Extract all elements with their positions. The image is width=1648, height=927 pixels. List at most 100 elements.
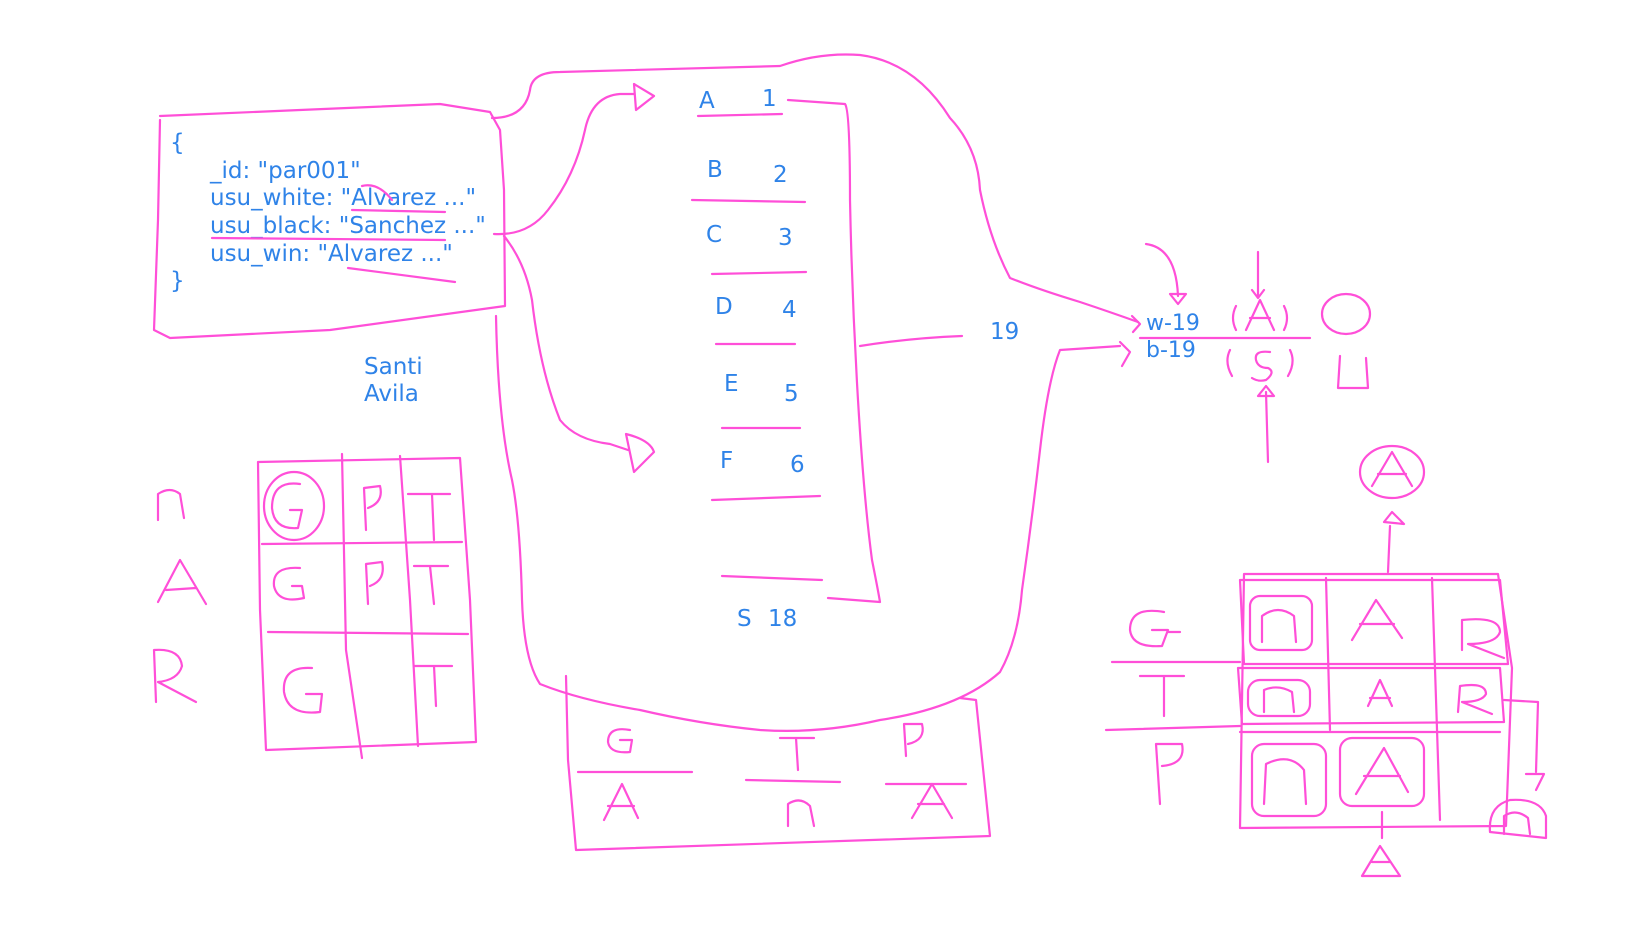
list-row: D 4 [714, 294, 797, 346]
top-connector [1386, 524, 1392, 574]
letter-n-icon [786, 799, 816, 828]
list-row-divider [690, 198, 807, 204]
letter-r-icon [152, 648, 198, 704]
right-grid-row-highlight [1238, 578, 1510, 666]
letter-a-icon [1366, 678, 1394, 708]
list-row-divider [710, 494, 822, 502]
score-panel: w-19 b-19 [1138, 242, 1372, 464]
letter-t-icon [406, 492, 452, 542]
list-row-number: 2 [773, 162, 788, 188]
letter-t-icon [412, 664, 454, 708]
arrowhead-into-white-score [1168, 292, 1188, 306]
small-arrow-icon [1524, 772, 1546, 792]
letter-r-icon [1460, 618, 1506, 660]
grid-outline [256, 456, 478, 752]
document-line-usu-win: usu_win: "Alvarez ..." [210, 241, 453, 267]
list-row-number: 4 [782, 297, 797, 323]
list-row-number: 18 [768, 606, 797, 632]
list-row: C 3 [706, 222, 808, 276]
small-a-icon [1382, 510, 1406, 526]
list-row-divider [720, 574, 824, 582]
arrowhead-black-score [1118, 340, 1132, 368]
document-line-id: _id: "par001" [209, 158, 361, 184]
letter-a-icon [1370, 450, 1414, 488]
cell-box [1338, 736, 1426, 808]
list-row-number: 5 [784, 381, 799, 407]
letter-a-icon [1354, 746, 1410, 796]
document-line-usu-white: usu_white: "Alvarez ..." [210, 185, 476, 211]
list-row: E 5 [720, 371, 802, 430]
square-icon [1336, 354, 1370, 390]
letter-p-icon [902, 722, 924, 758]
letter-r-icon [1456, 683, 1494, 716]
document-scribble-white [350, 184, 447, 214]
list-row: B 2 [690, 157, 807, 204]
document-line-usu-black: usu_black: "Sanchez ..." [210, 213, 486, 239]
list-row-letter: E [724, 371, 739, 397]
document-underline-black [210, 236, 447, 242]
list-row-letter: D [715, 294, 733, 320]
grid-line [340, 452, 364, 760]
piece-a-icon [1231, 298, 1289, 332]
letter-g-icon [1128, 609, 1182, 648]
connector-doc-to-list-top [492, 92, 636, 236]
bottom-table-outline [564, 674, 992, 852]
cell-box [1246, 678, 1312, 718]
connectors [490, 53, 1142, 732]
top-circle-a-icon [1358, 444, 1426, 500]
letter-n-icon [1262, 686, 1296, 714]
list-row-divider [710, 270, 808, 276]
letter-g-icon [282, 666, 324, 714]
letter-n-icon [1262, 758, 1308, 806]
letter-p-icon [364, 560, 384, 606]
black-score: b-19 [1146, 338, 1196, 363]
letter-n-icon [156, 488, 186, 522]
connector-doc-to-bottom-table [494, 314, 1122, 732]
list-row: A 1 [696, 86, 784, 118]
letter-list: 19 A 1 B 2 C 3 D 4 E 5 F 6 [690, 86, 1019, 632]
author-first-name: Santi [364, 354, 423, 380]
letter-a-icon [156, 558, 208, 606]
connector-doc-to-white-score [490, 53, 1140, 324]
list-row: F 6 [710, 448, 822, 502]
right-connector [1502, 698, 1540, 774]
list-right-bracket [786, 98, 882, 604]
grid-line [266, 630, 470, 636]
grid-cell-circle-icon [262, 470, 326, 542]
list-row-number: 3 [778, 225, 793, 251]
arrowhead-list-top [632, 82, 656, 112]
bottom-a-icon [1360, 844, 1402, 878]
list-row: S 18 [737, 606, 797, 632]
right-grid-line [1430, 576, 1442, 822]
letter-g-icon [270, 482, 304, 530]
right-grid-line [1104, 724, 1242, 732]
list-row-divider [696, 112, 784, 118]
letter-t-icon [778, 736, 816, 772]
grid-line [260, 540, 464, 546]
right-grid-line [1324, 576, 1332, 732]
list-row-number: 6 [790, 452, 805, 478]
list-row-number: 1 [762, 86, 777, 112]
list-row-letter: A [699, 88, 715, 114]
cell-box [1248, 594, 1314, 652]
author-last-name: Avila [364, 381, 419, 407]
letter-t-icon [1138, 674, 1186, 718]
letter-p-icon [1154, 742, 1184, 806]
white-score: w-19 [1146, 311, 1200, 336]
arrow-into-piece-s [1256, 384, 1276, 464]
list-row-letter: S [737, 606, 752, 632]
list-count-label: 19 [990, 319, 1019, 345]
arrowhead-white-score [1130, 314, 1142, 334]
document-open-brace: { [170, 130, 185, 156]
left-grid [256, 452, 478, 760]
letter-a-icon [1350, 598, 1404, 642]
list-row-letter: F [720, 448, 733, 474]
piece-s-icon [1226, 348, 1294, 382]
letter-a-icon [910, 782, 954, 820]
bottom-right-n-icon [1488, 798, 1548, 840]
circle-icon [1320, 292, 1372, 336]
list-count-connector [858, 334, 964, 348]
cell-box [1250, 742, 1328, 818]
grid-line [398, 454, 420, 748]
